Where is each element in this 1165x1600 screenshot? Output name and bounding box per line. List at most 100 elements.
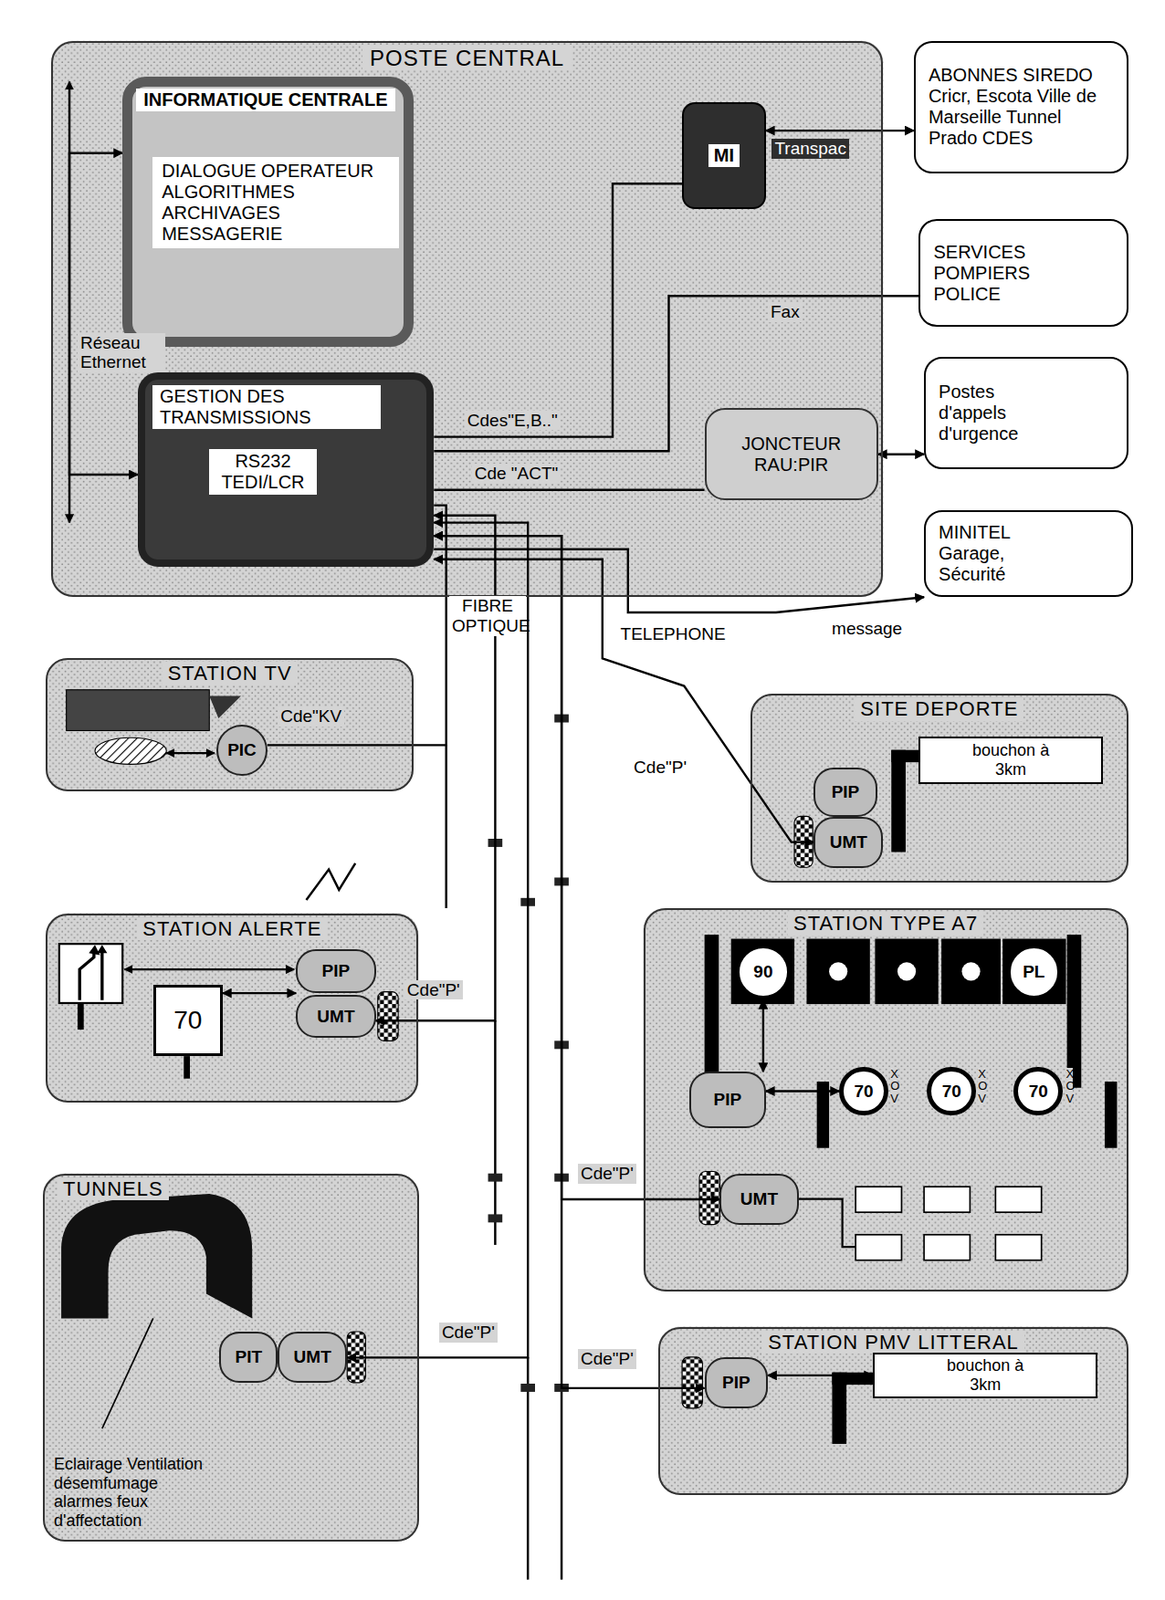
tunnel-portal [61,1194,252,1429]
camera [66,690,242,766]
station-panel: TUNNELS Eclairage Ventilation désemfumage… [42,1174,420,1543]
node-text: ABONNES SIREDO [928,64,1093,86]
panel-ground [45,658,414,791]
edge-label: Cde"P' [577,1164,637,1185]
node-text: 70 [942,1081,962,1103]
speed-sign: 70 [839,1067,889,1117]
emergency-box: Postes d'appels d'urgence [923,356,1129,470]
edge-label: Fax [767,302,803,323]
fibre-line [560,1387,563,1580]
panel-ground [750,693,1129,883]
node-text: MINITEL [938,522,1011,544]
body-text: POMPIERS POLICE [933,262,1043,305]
station-panel: STATION TYPE A7 90 PL PIP UMT 70 70 70 [643,908,1129,1291]
speed-sign: 70 [1013,1067,1063,1117]
node-text: Postes d'appels d'urgence [938,381,1049,445]
edge-label: Cde"P' [630,757,690,778]
station-panel: STATION TV PIC [45,658,414,791]
body-text: Garage, Sécurité [938,543,1030,586]
radio-link [305,863,356,901]
unit-box: UMT [277,1332,347,1384]
node-text: PIP [722,1373,751,1394]
message-sign: bouchon à 3km [918,736,1103,784]
computer-box: INFORMATIQUE CENTRALE DIALOGUE OPERATEUR … [122,76,414,347]
unit-box: PIP [813,767,877,818]
connector [433,489,704,492]
mi-box: MI [682,102,767,210]
node-text: PIC [227,740,257,761]
free-label: FIBRE OPTIQUE [449,596,526,637]
connector [222,992,296,995]
connector [346,523,528,1359]
node-text: TUNNELS [57,1177,169,1201]
panel-ground [643,908,1129,1291]
node-text: bouchon à 3km [960,741,1061,779]
node-text: PIP [322,961,351,982]
connector [766,1090,840,1092]
transmission-box: GESTION DES TRANSMISSIONS RS232 TEDI/LCR [137,372,434,567]
node-text: JONCTEUR RAU:PIR [723,433,861,476]
body-text: Cricr, Escota Ville de Marseille Tunnel … [928,85,1114,149]
node-text: bouchon à 3km [934,1356,1036,1395]
gantry [704,934,1118,1261]
connector [433,183,683,437]
edge-label: Cde"P' [439,1322,498,1344]
connector [878,453,924,456]
node-text: STATION TV [162,661,298,685]
connector [762,1000,765,1072]
panel-ground [45,913,419,1103]
free-label: TELEPHONE [618,624,729,645]
edge-label: message [829,619,905,640]
node-text: 70 [173,1006,202,1036]
node-text: PIT [235,1347,263,1368]
connector [433,535,704,1389]
connector [376,515,496,1022]
minitel-box: MINITELGarage, Sécurité [923,510,1134,598]
node-text: UMT [829,832,868,853]
unit-box: PIP [704,1357,768,1409]
body-text: DIALOGUE OPERATEUR ALGORITHMES ARCHIVAGE… [152,157,399,249]
fibre-line [444,745,447,909]
node-text: INFORMATIQUE CENTRALE [136,88,395,112]
unit-box: PIP [295,949,376,994]
node-text: STATION PMV LITTERAL [762,1331,1025,1354]
panel-ground [658,1326,1128,1495]
unit-box: PIP [689,1071,767,1129]
node-text: UMT [293,1347,332,1368]
message-sign: bouchon à 3km [872,1353,1098,1399]
node-text: 90 [753,962,773,983]
node-text: POSTE CENTRAL [362,45,572,72]
unit-box: UMT [295,995,376,1039]
node-text: GESTION DES TRANSMISSIONS [152,385,381,430]
speed-sign: 70 [926,1067,977,1117]
unit-box: UMT [813,817,883,869]
node-text: STATION TYPE A7 [787,912,984,935]
edge-label: Cde"KV [277,706,345,727]
unit-box: UMT [719,1174,798,1226]
connector [767,1374,873,1377]
body-text: RS232 TEDI/LCR [209,449,317,495]
station-panel: STATION PMV LITTERAL PIP bouchon à 3km [658,1327,1128,1497]
unit-box: PIC [216,724,268,777]
node-text: PIP [831,782,861,803]
subscriber-box: ABONNES SIREDOCricr, Escota Ville de Mar… [913,41,1129,174]
panel-grounds [42,41,1129,1542]
node-text: PL [1022,962,1045,983]
speed-sign: 70 [153,985,223,1057]
node-text: MI [708,144,740,168]
body-text: Eclairage Ventilation désemfumage alarme… [53,1455,214,1532]
junction-box: JONCTEUR RAU:PIR [704,408,879,501]
services-box: SERVICESPOMPIERS POLICE [918,219,1128,326]
node-text: 70 [854,1081,874,1103]
edge-label: Cdes"E,B.." [464,410,561,431]
node-text: SITE DEPORTE [854,697,1024,721]
node-text: PIP [713,1090,742,1111]
central-panel: POSTE CENTRAL INFORMATIQUE CENTRALE DIALOG… [51,41,883,598]
edge-label: Cde "ACT" [472,463,562,484]
fibre-line [493,1020,496,1246]
panel-ground [51,41,883,598]
node-text: UMT [740,1189,778,1210]
edge-label: Cde"P' [577,1349,637,1370]
station-panel: STATION ALERTEPIPUMT70 [45,913,419,1103]
